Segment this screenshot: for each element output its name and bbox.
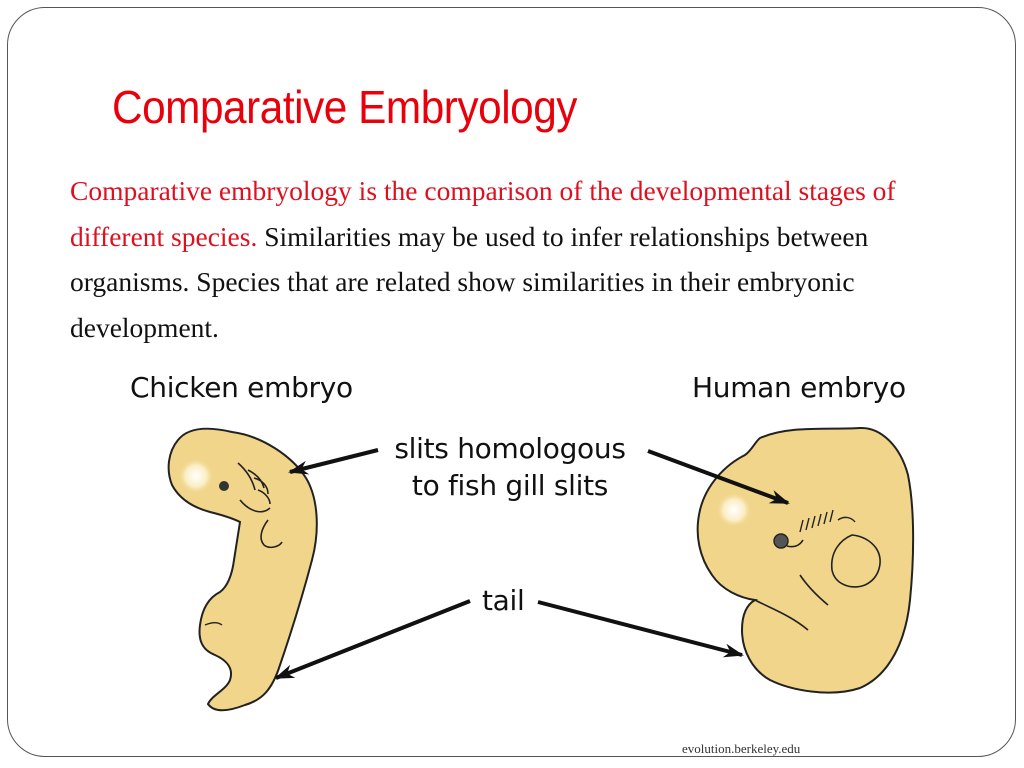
gill-slits-label-line2: to fish gill slits [411,469,609,502]
slide-paragraph: Comparative embryology is the comparison… [70,168,970,350]
arrow-tail-chicken [274,599,471,680]
arrow-slits-human [647,449,790,505]
chicken-embryo-label: Chicken embryo [130,371,353,404]
gill-slits-label: slits homologous to fish gill slits [382,430,638,504]
human-embryo-label: Human embryo [692,371,906,404]
human-embryo-illustration [696,426,915,694]
chicken-embryo-illustration [167,427,318,712]
arrow-tail-human [537,600,744,658]
source-credit: evolution.berkeley.edu [682,741,801,756]
explanation-text: Similarities may be used to infer relati… [70,220,869,343]
tail-label: tail [482,584,525,617]
slide-title: Comparative Embryology [112,81,577,133]
gill-slits-label-line1: slits homologous [394,432,626,465]
definition-text: Comparative embryology is the comparison… [70,175,896,252]
arrow-slits-chicken [288,448,379,475]
slide-frame [7,7,1016,757]
